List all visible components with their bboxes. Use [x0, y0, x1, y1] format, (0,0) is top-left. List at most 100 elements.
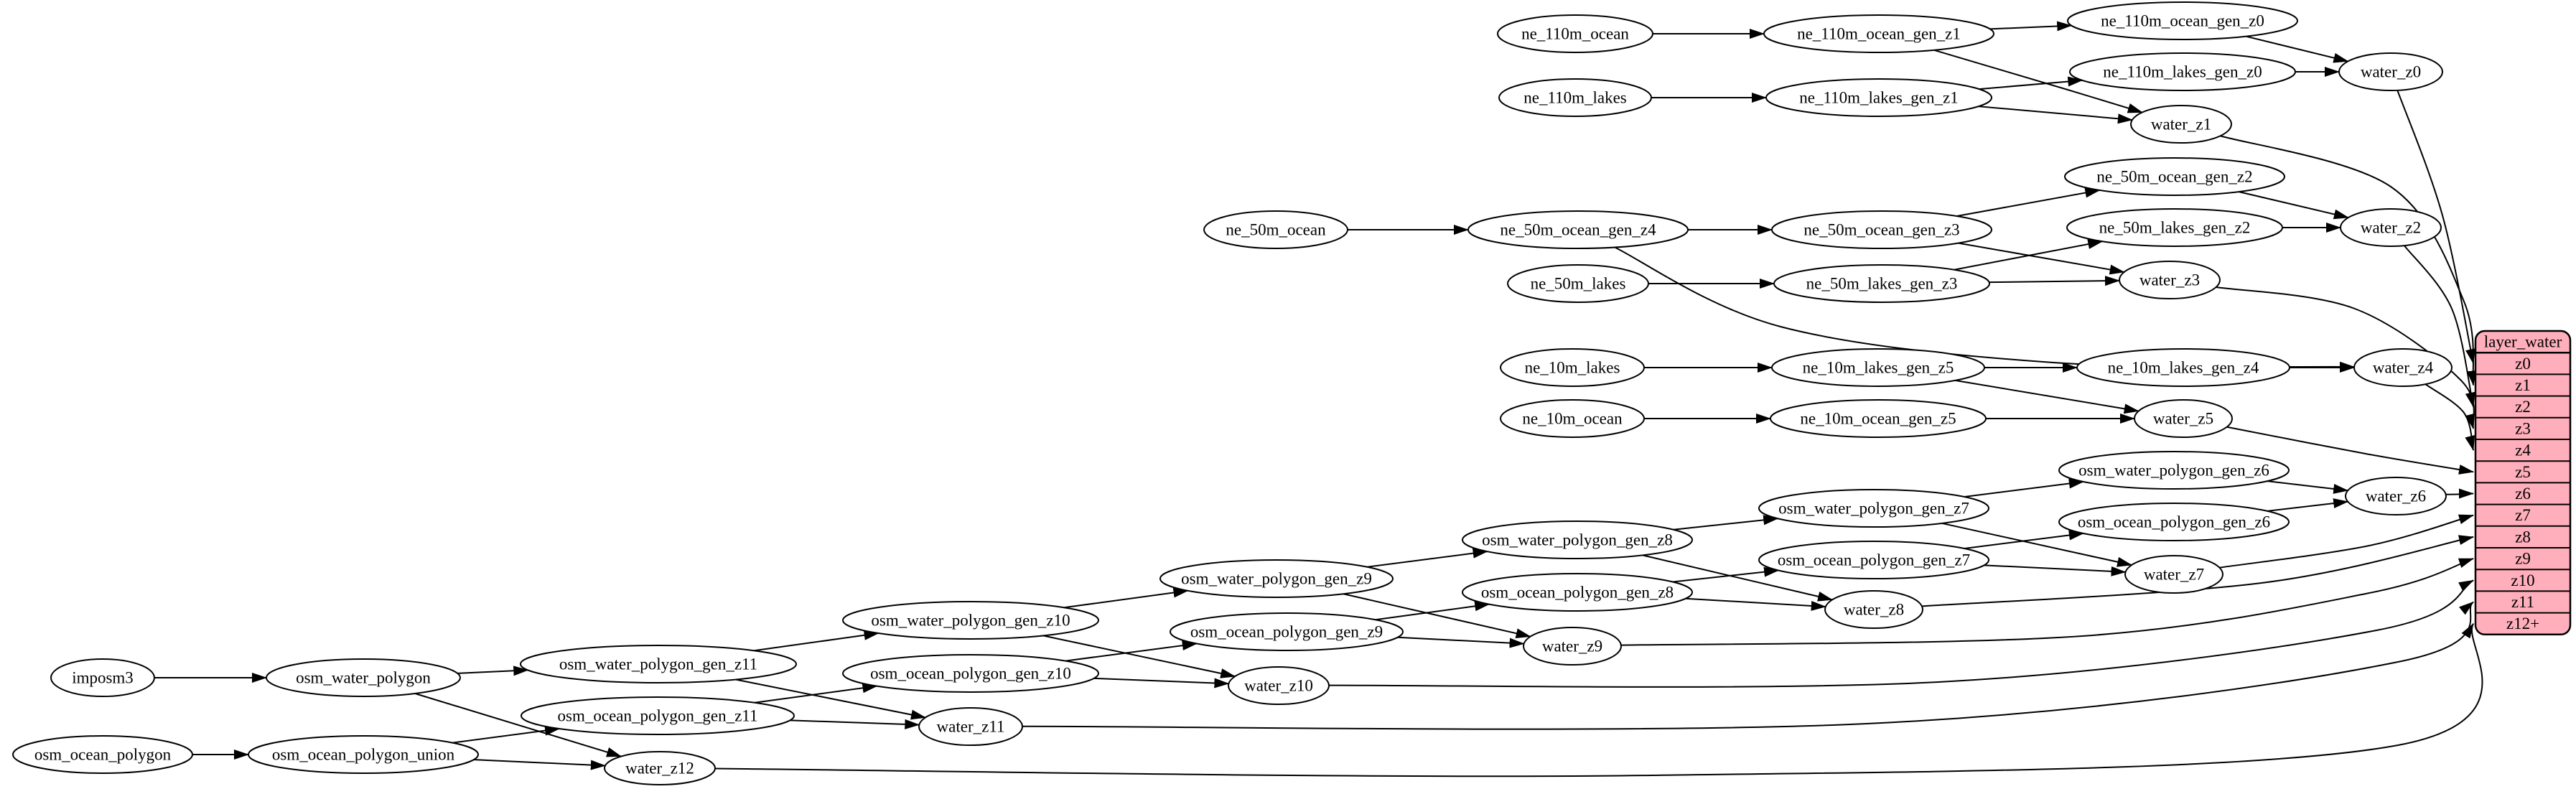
edge-ne_50m_ocean_gen_z2-to-water_z2 [2239, 191, 2349, 220]
node-osm_ocean_polygon_gen_z9: osm_ocean_polygon_gen_z9 [1170, 612, 1404, 651]
edge-osm_water_polygon_gen_z7-to-osm_water_polygon_gen_z6 [1964, 478, 2084, 498]
node-label: osm_ocean_polygon_union [272, 746, 455, 764]
node-label: water_z12 [625, 760, 694, 778]
edge-ne_110m_lakes_gen_z1-to-water_z1 [1978, 106, 2133, 124]
node-ne_50m_ocean_gen_z4: ne_50m_ocean_gen_z4 [1467, 210, 1689, 249]
edge-water_z7-to-layer_water-z7 [2219, 514, 2474, 569]
edge-water_z5-to-layer_water-z5 [2226, 426, 2474, 475]
node-ellipse [2067, 1, 2298, 40]
node-osm_water_polygon: osm_water_polygon [266, 658, 461, 697]
node-ellipse [604, 751, 716, 785]
edge-osm_ocean_polygon_gen_z8-to-water_z8 [1685, 597, 1826, 611]
node-ne_10m_ocean: ne_10m_ocean [1500, 399, 1645, 438]
edge-water_z12-to-layer_water-z12+ [714, 622, 2483, 778]
node-ellipse [1467, 210, 1689, 249]
node-label: osm_water_polygon [296, 669, 431, 687]
edge-water_z6-to-layer_water-z6 [2445, 488, 2474, 499]
edge-ne_50m_ocean_gen_z3-to-water_z3 [1958, 242, 2125, 275]
node-label: water_z9 [1542, 638, 1602, 655]
node-label: osm_water_polygon_gen_z10 [871, 612, 1070, 630]
edge-osm_water_polygon_gen_z10-to-osm_water_polygon_gen_z9 [1064, 587, 1189, 609]
table-row-z1: z1 [2515, 376, 2531, 394]
node-ellipse [12, 735, 193, 774]
node-water_z10: water_z10 [1228, 666, 1330, 705]
edge-osm_water_polygon_gen_z9-to-osm_water_polygon_gen_z8 [1367, 548, 1488, 568]
node-ne_50m_ocean_gen_z3: ne_50m_ocean_gen_z3 [1771, 210, 1992, 249]
edge-ne_110m_ocean_gen_z1-to-water_z1 [1933, 49, 2143, 113]
edge-osm_water_polygon_gen_z8-to-osm_water_polygon_gen_z7 [1673, 515, 1779, 531]
node-ne_110m_ocean_gen_z1: ne_110m_ocean_gen_z1 [1763, 14, 1994, 53]
node-ellipse [2066, 208, 2283, 247]
node-ellipse [1824, 590, 1923, 629]
edge-ne_110m_ocean_gen_z1-to-ne_110m_ocean_gen_z0 [1989, 21, 2073, 32]
node-ne_110m_lakes: ne_110m_lakes [1498, 78, 1652, 117]
node-label: ne_50m_ocean_gen_z4 [1500, 221, 1656, 239]
node-ellipse [1500, 348, 1645, 387]
node-ellipse [1159, 559, 1394, 598]
edge-osm_water_polygon_gen_z8-to-water_z8 [1642, 554, 1834, 602]
node-label: osm_water_polygon_gen_z11 [559, 655, 757, 673]
node-osm_water_polygon_gen_z11: osm_water_polygon_gen_z11 [520, 645, 797, 683]
node-ne_50m_ocean_gen_z2: ne_50m_ocean_gen_z2 [2064, 157, 2285, 196]
node-ellipse [2134, 399, 2233, 438]
node-ellipse [2340, 208, 2442, 247]
node-ellipse [50, 658, 155, 697]
node-ellipse [1765, 78, 1992, 117]
node-label: osm_ocean_polygon [34, 746, 172, 764]
node-label: ne_10m_lakes [1525, 359, 1620, 377]
node-label: ne_110m_ocean_gen_z1 [1797, 25, 1961, 43]
node-osm_water_polygon_gen_z9: osm_water_polygon_gen_z9 [1159, 559, 1394, 598]
edge-water_z10-to-layer_water-z10 [1328, 579, 2474, 688]
node-label: ne_50m_lakes_gen_z2 [2099, 219, 2251, 237]
node-imposm3: imposm3 [50, 658, 155, 697]
node-ne_10m_ocean_gen_z5: ne_10m_ocean_gen_z5 [1770, 399, 1987, 438]
node-ellipse [520, 645, 797, 683]
node-ellipse [2338, 52, 2443, 91]
node-label: water_z4 [2373, 359, 2434, 377]
node-ellipse [248, 735, 479, 774]
node-ellipse [1771, 210, 1992, 249]
node-water_z4: water_z4 [2353, 348, 2453, 387]
table-row-z11: z11 [2511, 593, 2534, 611]
node-water_z12: water_z12 [604, 751, 716, 785]
edge-ne_50m_ocean_gen_z3-to-ne_50m_ocean_gen_z2 [1956, 187, 2101, 218]
node-label: water_z8 [1844, 601, 1904, 619]
node-label: osm_water_polygon_gen_z6 [2078, 462, 2269, 480]
node-ellipse [842, 601, 1099, 640]
node-label: ne_50m_ocean_gen_z3 [1803, 221, 1959, 239]
edge-osm_water_polygon_gen_z7-to-water_z7 [1941, 522, 2133, 567]
edge-osm_ocean_polygon_gen_z10-to-osm_ocean_polygon_gen_z9 [1065, 640, 1198, 662]
node-osm_ocean_polygon_gen_z6: osm_ocean_polygon_gen_z6 [2058, 503, 2290, 541]
edge-ne_110m_ocean_gen_z0-to-water_z0 [2246, 35, 2349, 63]
node-label: osm_ocean_polygon_gen_z10 [870, 665, 1071, 683]
node-osm_ocean_polygon_gen_z11: osm_ocean_polygon_gen_z11 [521, 696, 795, 735]
node-label: water_z7 [2144, 566, 2204, 584]
edge-water_z4-to-layer_water-z4 [2425, 383, 2475, 452]
node-osm_water_polygon_gen_z6: osm_water_polygon_gen_z6 [2058, 451, 2290, 490]
edge-osm_water_polygon_gen_z11-to-water_z11 [735, 678, 927, 720]
node-ellipse [521, 696, 795, 735]
edge-osm_water_polygon_gen_z9-to-water_z9 [1343, 593, 1531, 639]
table-row-z7: z7 [2515, 506, 2531, 524]
node-water_z6: water_z6 [2345, 477, 2447, 515]
edge-osm_ocean_polygon_gen_z7-to-osm_ocean_polygon_gen_z6 [1964, 530, 2084, 549]
node-label: osm_ocean_polygon_gen_z8 [1481, 584, 1674, 602]
edge-osm_ocean_polygon_union-to-osm_ocean_polygon_gen_z11 [452, 725, 561, 744]
edge-water_z11-to-layer_water-z11 [1022, 601, 2474, 730]
node-ellipse [842, 654, 1099, 693]
node-ellipse [2124, 555, 2223, 594]
node-label: water_z3 [2139, 271, 2200, 289]
edge-osm_ocean_polygon_gen_z8-to-osm_ocean_polygon_gen_z7 [1672, 566, 1780, 583]
edge-osm_ocean_polygon_gen_z7-to-water_z7 [1984, 564, 2127, 576]
node-ne_50m_ocean: ne_50m_ocean [1203, 210, 1348, 249]
node-label: ne_110m_ocean_gen_z0 [2101, 12, 2264, 30]
node-ellipse [2076, 348, 2290, 387]
edge-osm_ocean_polygon_gen_z11-to-water_z11 [790, 719, 920, 729]
node-ellipse [2058, 503, 2290, 541]
node-label: ne_110m_lakes [1523, 89, 1627, 107]
node-ellipse [266, 658, 461, 697]
table-row-z10: z10 [2511, 571, 2534, 589]
table-row-z3: z3 [2515, 419, 2531, 437]
